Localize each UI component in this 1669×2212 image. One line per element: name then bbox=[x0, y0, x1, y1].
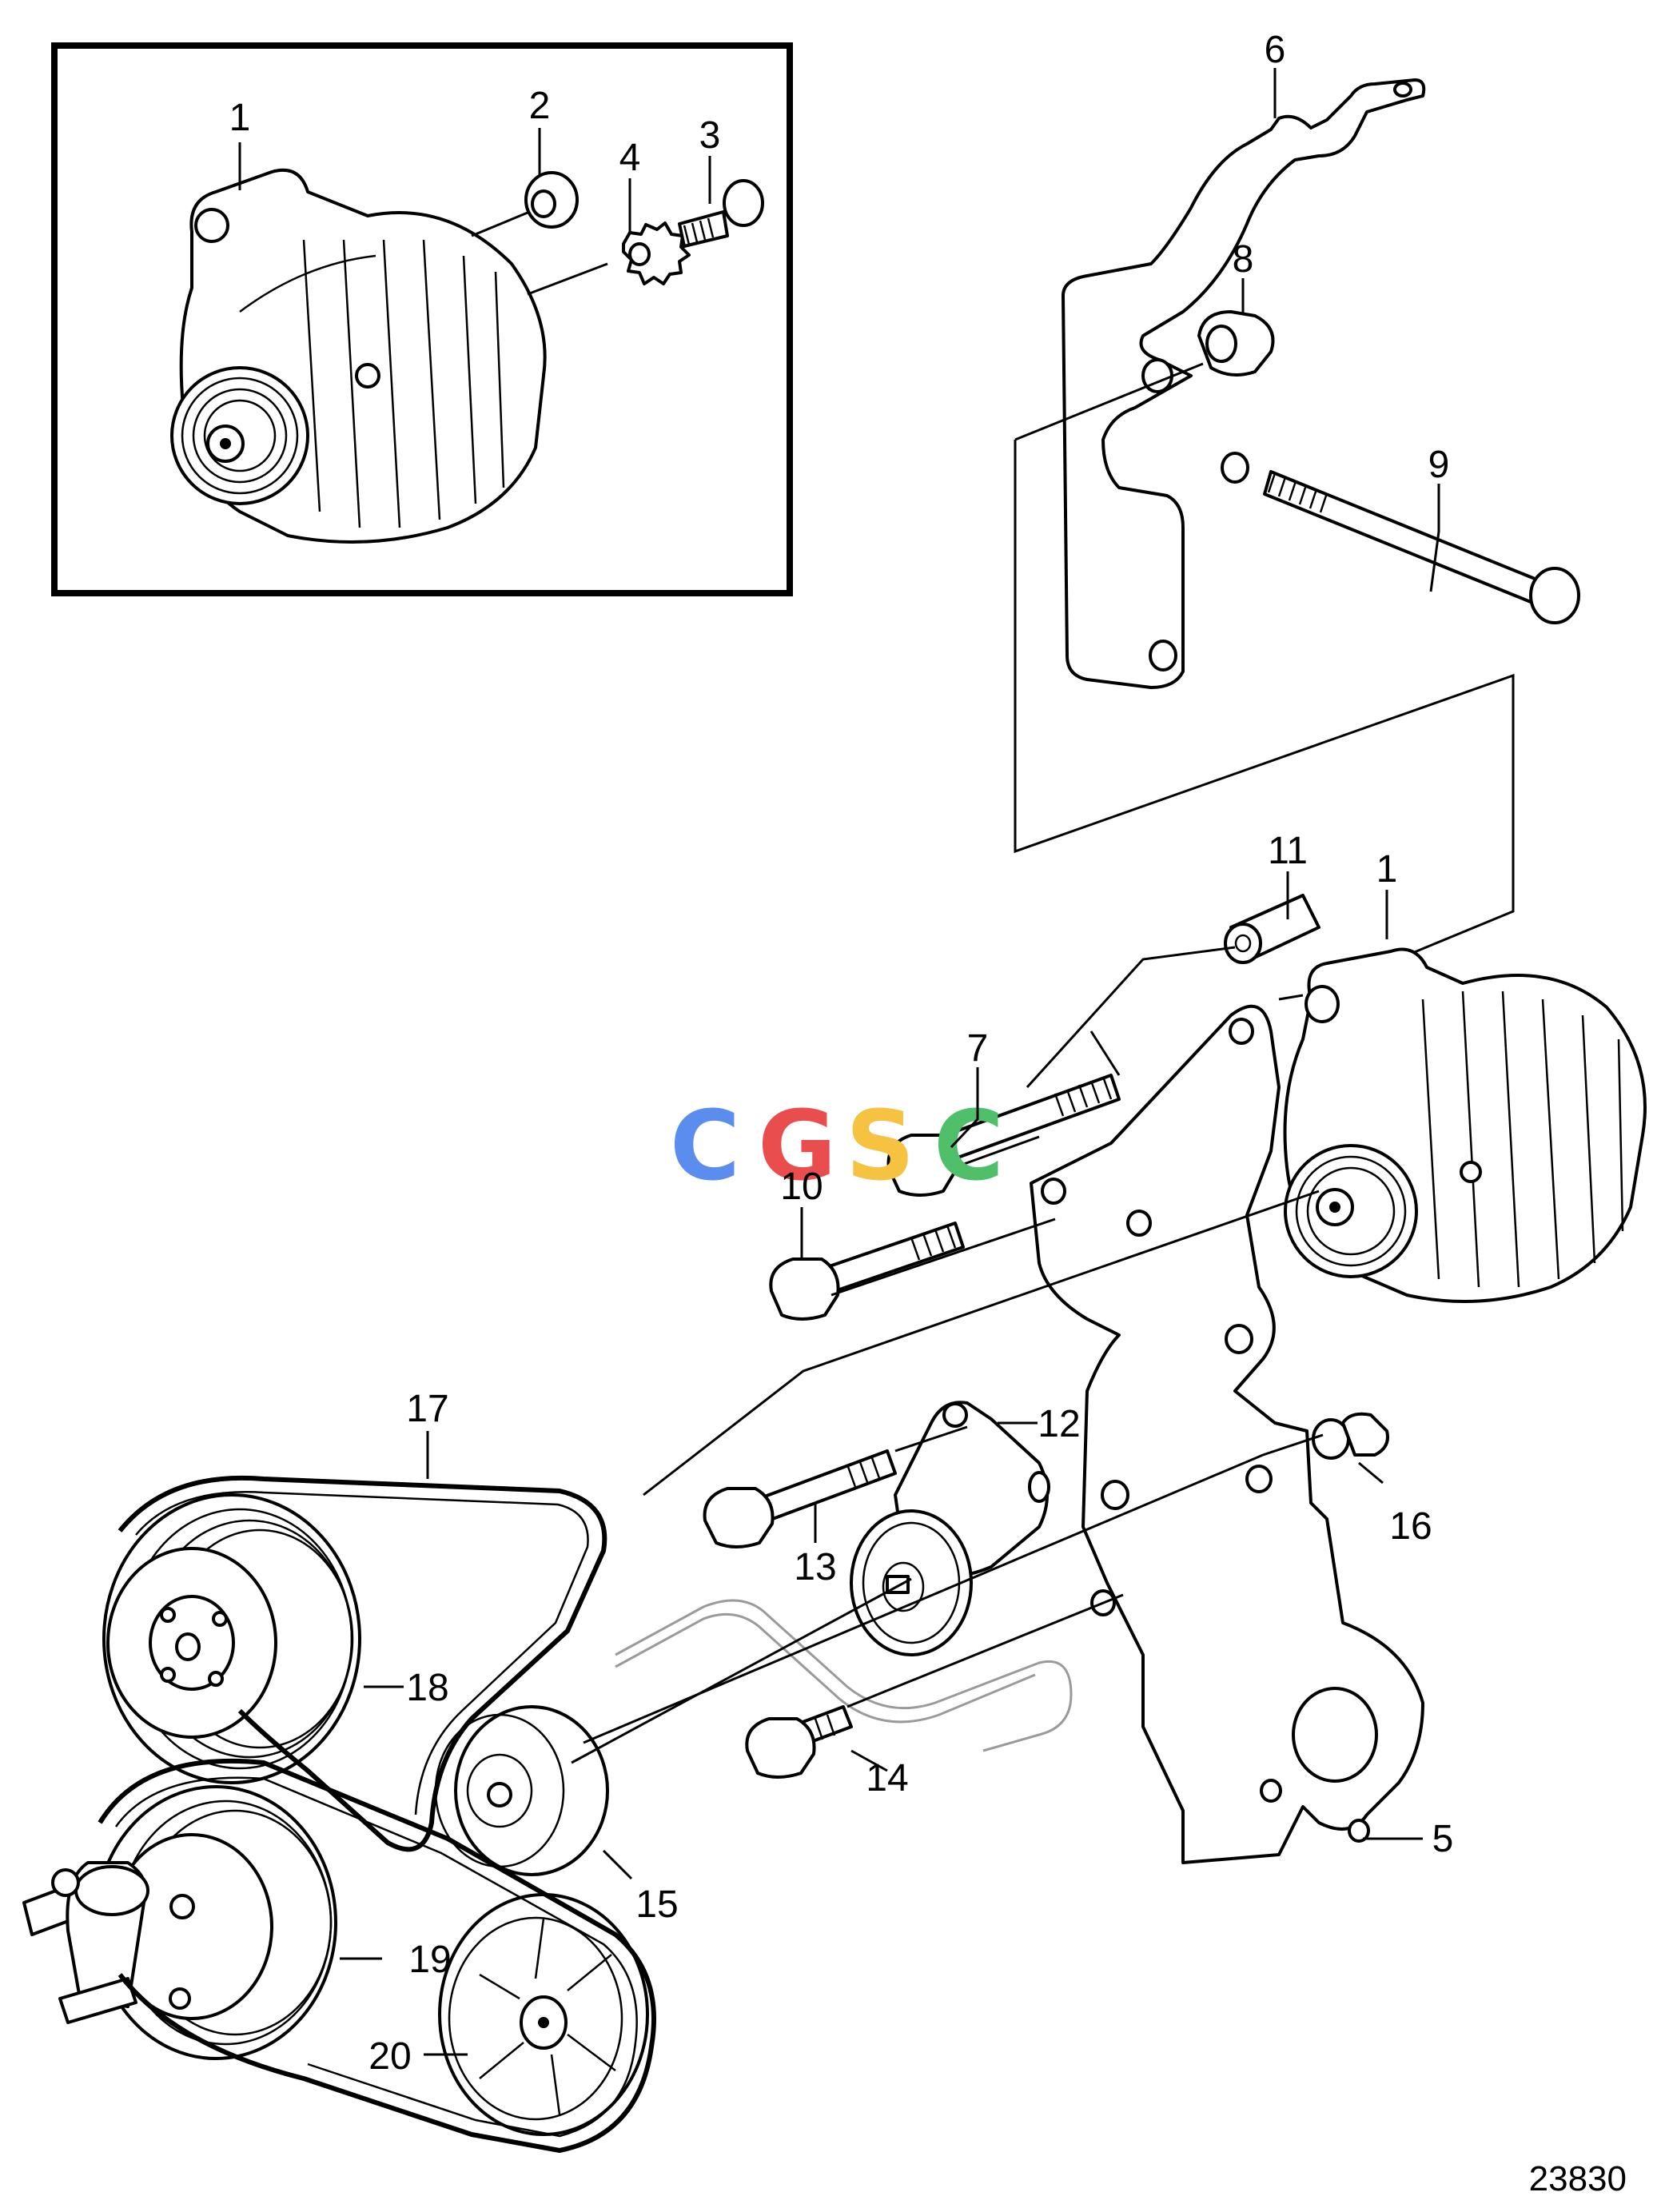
cgsc-watermark: C G S C bbox=[670, 1091, 1004, 1202]
callout-1: 1 bbox=[1376, 848, 1398, 891]
inset-nut bbox=[524, 171, 579, 229]
figure-number: 23830 bbox=[1529, 2159, 1627, 2198]
alignment-lines bbox=[571, 946, 1324, 1764]
callout-inset-1: 1 bbox=[229, 97, 251, 139]
watermark-letter-c2: C bbox=[934, 1091, 1004, 1202]
watermark-letter-s: S bbox=[846, 1091, 914, 1202]
callout-16: 16 bbox=[1389, 1505, 1432, 1548]
alternator-bracket bbox=[1062, 78, 1426, 689]
upper-drive-belt-inner bbox=[135, 1491, 589, 1815]
watermark-letter-c1: C bbox=[670, 1091, 740, 1202]
inset-alternator bbox=[170, 168, 608, 544]
callout-14: 14 bbox=[866, 1757, 908, 1799]
idler-pulley bbox=[434, 1705, 609, 1876]
inset-frame bbox=[51, 42, 793, 596]
hidden-pipe bbox=[615, 1599, 1073, 1752]
callout-20: 20 bbox=[368, 2035, 411, 2078]
callout-6: 6 bbox=[1265, 29, 1286, 71]
callout-inset-2: 2 bbox=[529, 85, 551, 127]
inset-washer bbox=[622, 221, 691, 285]
crankshaft-pulley bbox=[102, 1493, 361, 1784]
callout-9: 9 bbox=[1428, 444, 1450, 486]
long-bolt-9 bbox=[1263, 470, 1580, 624]
callout-7: 7 bbox=[967, 1027, 989, 1070]
callout-12: 12 bbox=[1038, 1403, 1080, 1445]
bolt-10 bbox=[769, 1222, 965, 1321]
callout-11: 11 bbox=[1268, 830, 1308, 872]
water-pump-pulley bbox=[94, 1785, 337, 2060]
lower-drive-belt bbox=[98, 1758, 656, 2153]
flange-nut bbox=[1197, 310, 1275, 377]
spacer-sleeve bbox=[1224, 894, 1320, 964]
callout-17: 17 bbox=[406, 1388, 448, 1430]
callout-inset-3: 3 bbox=[699, 114, 721, 157]
thermostat-housing bbox=[22, 1861, 195, 2024]
bolt-7 bbox=[886, 1074, 1121, 1197]
callout-inset-4: 4 bbox=[619, 137, 641, 179]
assembly-indicator-upper bbox=[1014, 362, 1515, 957]
bolt-14 bbox=[745, 1705, 853, 1779]
callout-10: 10 bbox=[780, 1166, 823, 1208]
inset-bolt bbox=[678, 179, 764, 248]
flange-nut-16 bbox=[1312, 1412, 1389, 1460]
callout-19: 19 bbox=[408, 1939, 451, 1981]
callout-5: 5 bbox=[1432, 1818, 1454, 1860]
engine-bracket bbox=[1030, 1004, 1424, 1864]
lower-drive-belt-inner bbox=[114, 1776, 638, 2138]
callout-15: 15 bbox=[635, 1883, 678, 1926]
callout-18: 18 bbox=[406, 1667, 448, 1709]
callout-8: 8 bbox=[1233, 238, 1254, 281]
callout-13: 13 bbox=[794, 1546, 836, 1588]
callout-leaders bbox=[238, 68, 1440, 2056]
belt-tensioner bbox=[850, 1401, 1050, 1656]
bolt-13 bbox=[703, 1449, 897, 1548]
main-alternator bbox=[1283, 947, 1647, 1303]
watermark-letter-g: G bbox=[758, 1091, 837, 1202]
upper-drive-belt bbox=[118, 1475, 607, 1852]
